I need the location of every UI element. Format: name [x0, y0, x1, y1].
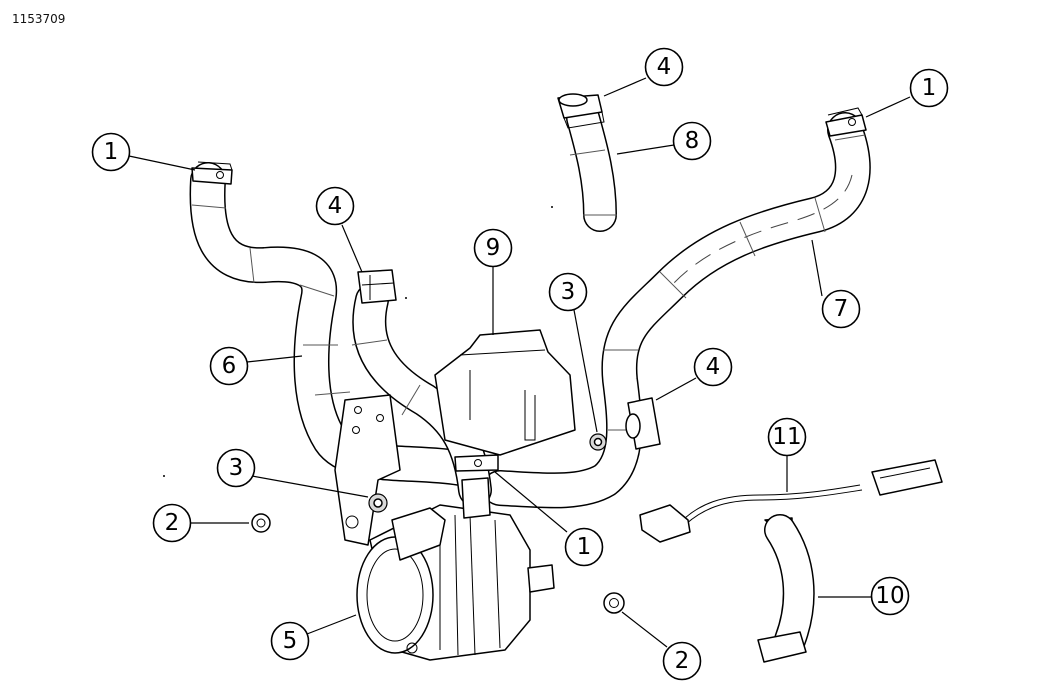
callout-10: 10 [870, 576, 910, 616]
callout-4: 4 [315, 186, 355, 226]
retaining-strap-10 [757, 514, 815, 663]
callout-number: 1 [922, 75, 937, 101]
callout-number: 4 [657, 54, 672, 80]
callout-6: 6 [209, 346, 249, 386]
hose-center [351, 283, 492, 507]
callout-number: 6 [222, 353, 237, 379]
hose-8 [566, 101, 617, 232]
bracket-9 [434, 329, 576, 456]
callout-1: 1 [564, 527, 604, 567]
callout-9: 9 [473, 228, 513, 268]
auxiliary-water-pump-5 [356, 477, 555, 661]
callout-number: 2 [675, 648, 690, 674]
quick-connector-4-top [557, 93, 605, 129]
wiring-harness-11 [639, 459, 943, 543]
quick-connector-4-left [357, 269, 397, 304]
callout-number: 1 [577, 534, 592, 560]
callout-11: 11 [767, 417, 807, 457]
callout-4: 4 [644, 47, 684, 87]
callout-number: 1 [104, 139, 119, 165]
callout-3: 3 [548, 272, 588, 312]
callout-1: 1 [91, 132, 131, 172]
callout-3: 3 [216, 448, 256, 488]
callout-5: 5 [270, 621, 310, 661]
specks [163, 206, 553, 477]
hose-clamp-1-center [454, 454, 499, 472]
hose-7 [482, 112, 871, 509]
callout-number: 4 [706, 354, 721, 380]
mounting-plate [334, 394, 401, 546]
callout-2: 2 [662, 641, 702, 681]
callout-number: 10 [875, 583, 904, 609]
callout-8: 8 [672, 121, 712, 161]
hose-6 [189, 162, 478, 486]
nut-2-right [603, 592, 625, 614]
callout-number: 4 [328, 193, 343, 219]
callout-1: 1 [909, 68, 949, 108]
callout-number: 5 [283, 628, 298, 654]
hose-clamp-1-left [191, 161, 233, 185]
callout-number: 2 [165, 510, 180, 536]
quick-connector-4-right [625, 397, 661, 450]
figure-reference-id: 1153709 [12, 12, 66, 26]
grommet-3-right [589, 433, 607, 451]
callout-number: 9 [486, 235, 501, 261]
leader-lines [128, 77, 911, 648]
callout-4: 4 [693, 347, 733, 387]
callout-number: 3 [561, 279, 576, 305]
grommet-3-left [368, 493, 388, 513]
callout-number: 7 [834, 296, 849, 322]
callout-number: 3 [229, 455, 244, 481]
callout-7: 7 [821, 289, 861, 329]
hose-clamp-1-right [825, 107, 867, 137]
callout-2: 2 [152, 503, 192, 543]
callout-number: 8 [685, 128, 700, 154]
callout-number: 11 [772, 424, 801, 450]
nut-2-left [251, 513, 271, 533]
